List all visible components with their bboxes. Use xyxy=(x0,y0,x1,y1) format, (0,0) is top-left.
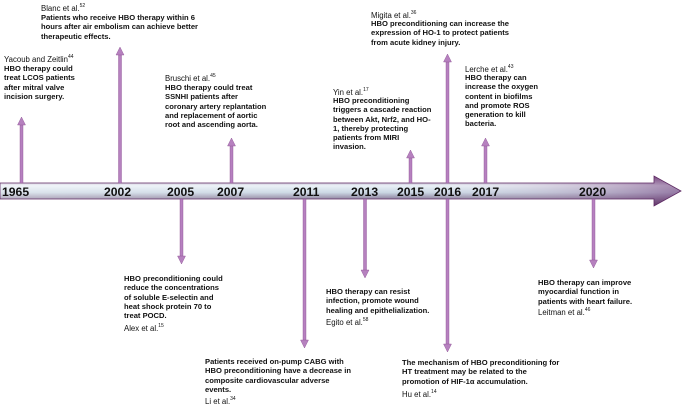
author-alex: Alex et al.15 xyxy=(124,323,164,333)
event-text-blanc: Patients who receive HBO therapy within … xyxy=(41,13,198,41)
year-2011: 2011 xyxy=(293,185,320,199)
arrow-2013-down xyxy=(360,198,370,279)
author-leitman: Leitman et al.46 xyxy=(538,307,591,317)
year-2013: 2013 xyxy=(351,185,379,199)
event-text-migita: HBO preconditioning can increase the exp… xyxy=(371,19,509,47)
author-migita: Migita et al.36 xyxy=(371,10,417,20)
event-text-yin: HBO preconditioning triggers a cascade r… xyxy=(333,96,432,152)
year-2020: 2020 xyxy=(579,185,607,199)
arrow-2016-down xyxy=(443,198,452,353)
author-blanc: Blanc et al.52 xyxy=(41,3,86,13)
arrow-2011-down xyxy=(300,198,309,349)
event-text-egito: HBO therapy can resist infection, promot… xyxy=(326,287,430,315)
event-text-bruschi: HBO therapy could treat SSNHI patients a… xyxy=(165,83,267,130)
author-hu: Hu et al.14 xyxy=(402,389,437,399)
year-2016: 2016 xyxy=(434,185,462,199)
arrow-2005-down xyxy=(177,198,186,265)
year-1965: 1965 xyxy=(2,185,30,199)
event-text-leitman: HBO therapy can improve myocardial funct… xyxy=(538,278,633,306)
author-li: Li et al.34 xyxy=(205,396,236,406)
arrow-2015-up xyxy=(406,149,415,184)
author-lerche: Lerche et al.43 xyxy=(465,64,514,74)
author-yacoub: Yacoub and Zeitlin44 xyxy=(4,54,74,64)
arrow-2020-down xyxy=(589,198,598,269)
year-2015: 2015 xyxy=(397,185,425,199)
event-text-yacoub: HBO therapy could treat LCOS patients af… xyxy=(4,64,75,101)
author-egito: Egito et al.58 xyxy=(326,317,369,327)
arrow-2002-up xyxy=(115,46,125,184)
year-2007: 2007 xyxy=(217,185,245,199)
event-text-lerche: HBO therapy can increase the oxygen cont… xyxy=(465,73,539,129)
arrow-2007-up xyxy=(227,137,236,184)
arrow-2017-up xyxy=(481,137,490,184)
author-bruschi: Bruschi et al.45 xyxy=(165,73,216,83)
year-2017: 2017 xyxy=(472,185,500,199)
author-yin: Yin et al.17 xyxy=(333,87,369,97)
year-2005: 2005 xyxy=(167,185,195,199)
event-text-li: Patients received on-pump CABG with HBO … xyxy=(205,357,352,394)
arrow-2016-up xyxy=(443,53,452,184)
timeline-axis xyxy=(0,175,682,207)
event-text-hu: The mechanism of HBO preconditioning for… xyxy=(402,358,560,386)
event-text-alex: HBO preconditioning could reduce the con… xyxy=(124,274,223,321)
arrow-1965-up xyxy=(17,116,26,184)
year-2002: 2002 xyxy=(104,185,132,199)
